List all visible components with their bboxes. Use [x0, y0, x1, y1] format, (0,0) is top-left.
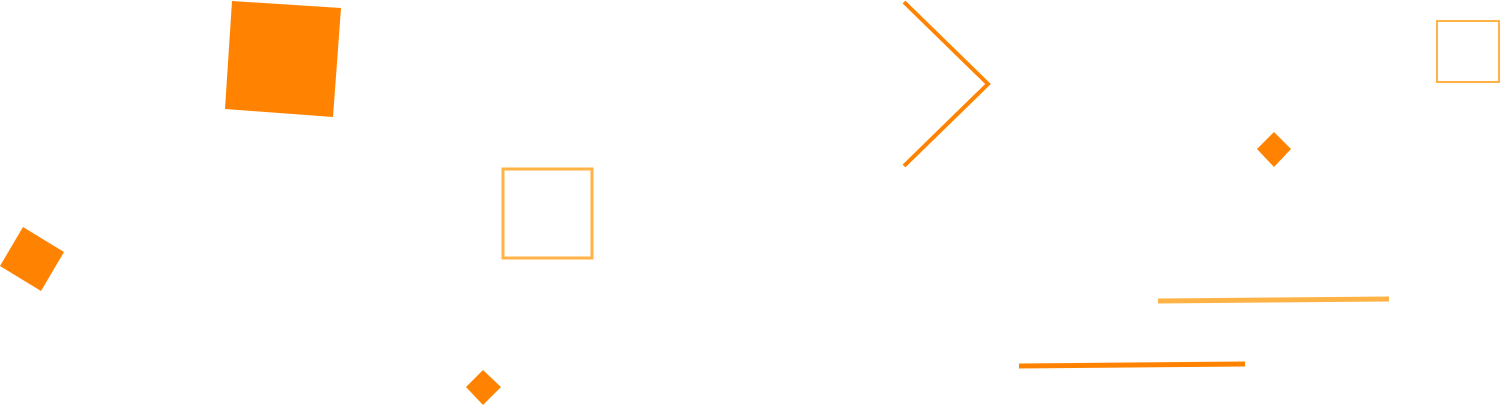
tiny-filled-diamond-bottom: [466, 370, 501, 405]
line-upper: [1157, 296, 1390, 304]
line-lower: [1018, 361, 1246, 369]
tiny-filled-diamond-right: [1257, 132, 1291, 167]
outline-square-top-right: [1436, 20, 1500, 83]
chevron-right-shape: [902, 0, 991, 168]
outline-square-center: [501, 167, 594, 260]
small-filled-square-left: [0, 227, 64, 291]
large-filled-square: [225, 1, 341, 117]
